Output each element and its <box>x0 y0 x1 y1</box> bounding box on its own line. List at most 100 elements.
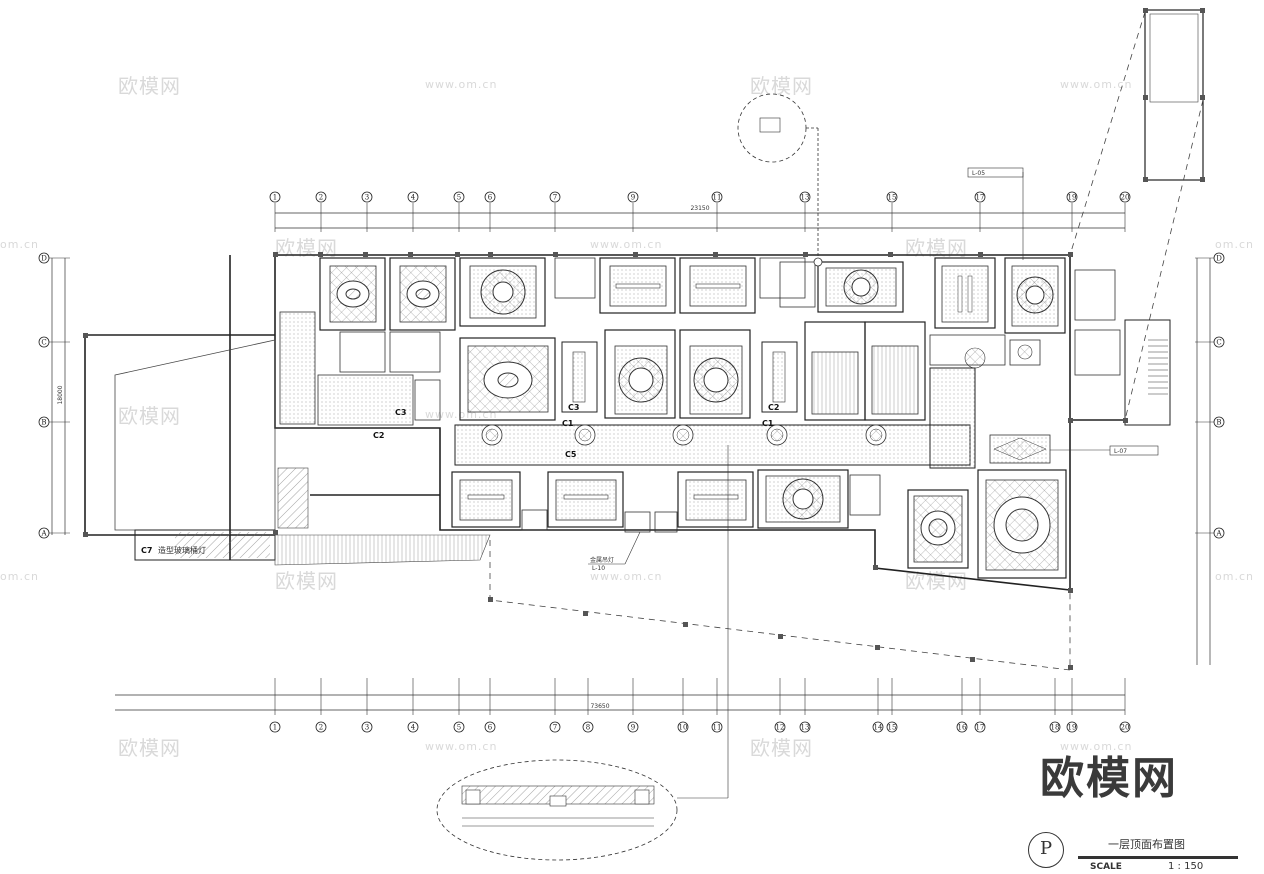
grid-row-right-A-label: A <box>1215 530 1222 538</box>
grid-top-9-bubble <box>627 191 639 203</box>
grid-top-6-bubble <box>484 191 496 203</box>
grid-row-right-B-bubble <box>1213 416 1225 428</box>
entrance-ramp <box>274 534 491 566</box>
room-round-ceiling-3 <box>604 329 676 419</box>
room-lower-rect-1 <box>451 471 521 528</box>
grid-top-11-bubble <box>711 191 723 203</box>
grid-top-19-label: 19 <box>1068 194 1077 202</box>
room-upper-rect-1 <box>599 257 676 314</box>
title-underline <box>1078 856 1238 859</box>
grid-top-20-bubble <box>1119 191 1131 203</box>
grid-row-left-C-bubble <box>38 336 50 348</box>
zone-code-c5: C5 <box>565 450 577 459</box>
grid-row-right-C-bubble <box>1213 336 1225 348</box>
room-round-ceiling-7 <box>757 469 849 529</box>
c7-note: 造型玻璃桶灯 <box>158 545 206 555</box>
grid-bottom-15-label: 15 <box>888 724 897 732</box>
scale-label: SCALE <box>1090 862 1122 872</box>
bottom-total-dimension: 73650 <box>590 703 609 710</box>
structural-columns <box>83 8 1205 670</box>
grid-top-2-label: 2 <box>319 194 323 202</box>
right-corridor <box>929 367 976 469</box>
top-right-annex <box>1144 9 1204 181</box>
room-upper-rect-2 <box>679 257 756 314</box>
main-corridor <box>454 424 971 466</box>
grid-bottom-12-label: 12 <box>776 724 785 732</box>
left-hatched-area <box>277 467 309 529</box>
zone-code-c3: C3 <box>395 408 406 417</box>
grid-bottom-19-label: 19 <box>1068 724 1077 732</box>
grid-bottom-2-bubble <box>315 721 327 733</box>
grid-bottom-7-label: 7 <box>553 724 557 732</box>
grid-top-1-bubble <box>269 191 281 203</box>
grid-row-left-D-label: D <box>41 255 47 263</box>
grid-bottom-12-bubble <box>774 721 786 733</box>
room-wood-ceiling-1 <box>804 321 866 421</box>
grid-row-left-B-bubble <box>38 416 50 428</box>
private-room-top-left-1 <box>319 257 386 331</box>
grid-row-left-C-label: C <box>41 339 46 347</box>
grid-bottom-7-bubble <box>549 721 561 733</box>
grid-bottom-2-label: 2 <box>319 724 323 732</box>
left-total-dimension: 18000 <box>57 385 64 404</box>
left-lounge <box>317 374 414 426</box>
grid-bottom-15-bubble <box>886 721 898 733</box>
title-block: P 一层顶面布置图 SCALE 1 : 150 <box>1028 832 1264 874</box>
grid-top-11-label: 11 <box>713 194 722 202</box>
zone-code-c7: C7 <box>141 546 152 555</box>
grid-top-7-bubble <box>549 191 561 203</box>
dimension-lines <box>51 212 1211 711</box>
grid-top-17-label: 17 <box>976 194 985 202</box>
room-strip-2 <box>761 341 798 413</box>
grid-row-left-B-label: B <box>41 419 46 427</box>
room-round-ceiling-8 <box>907 489 969 569</box>
sheet-marker: P <box>1028 832 1064 868</box>
grid-top-6-label: 6 <box>488 194 493 202</box>
room-round-ceiling-2 <box>459 337 556 421</box>
grid-bottom-4-bubble <box>407 721 419 733</box>
grid-top-15-label: 15 <box>888 194 897 202</box>
grid-top-4-bubble <box>407 191 419 203</box>
room-round-ceiling-1 <box>459 257 546 327</box>
stair <box>1124 319 1171 426</box>
grid-top-13-bubble <box>799 191 811 203</box>
grid-bottom-20-bubble <box>1119 721 1131 733</box>
tag-l05: L-05 <box>972 170 985 177</box>
room-lower-rect-2 <box>547 471 624 528</box>
zone-code-c2: C2 <box>768 403 779 412</box>
grid-row-left-A-bubble <box>38 527 50 539</box>
grid-bottom-13-label: 13 <box>801 724 810 732</box>
grid-bottom-16-bubble <box>956 721 968 733</box>
room-lower-rect-3 <box>677 471 754 528</box>
grid-bottom-8-label: 8 <box>586 724 590 732</box>
grid-top-1-label: 1 <box>273 194 277 202</box>
left-corridor <box>279 311 316 425</box>
grid-bottom-3-label: 3 <box>365 724 369 732</box>
drawing-title: 一层顶面布置图 <box>1108 838 1185 851</box>
grid-bottom-20-label: 20 <box>1121 724 1130 732</box>
scale-value: 1 : 150 <box>1168 861 1204 872</box>
detail-callout-top <box>737 93 807 163</box>
grid-row-left-D-bubble <box>38 252 50 264</box>
grid-bottom-9-bubble <box>627 721 639 733</box>
grid-bottom-11-bubble <box>711 721 723 733</box>
grid-bottom-5-bubble <box>453 721 465 733</box>
grid-row-right-C-label: C <box>1216 339 1221 347</box>
grid-bottom-4-label: 4 <box>411 724 416 732</box>
grid-bottom-5-label: 5 <box>457 724 461 732</box>
grid-bottom-19-bubble <box>1066 721 1078 733</box>
brand-logo: 欧模网 <box>1040 753 1178 804</box>
grid-top-3-label: 3 <box>365 194 369 202</box>
tag-l07: L-07 <box>1114 448 1127 455</box>
room-round-ceiling-9 <box>977 469 1067 579</box>
pendant-note: 金属吊灯 <box>590 556 614 564</box>
grid-bottom-6-bubble <box>484 721 496 733</box>
grid-bottom-17-bubble <box>974 721 986 733</box>
grid-bottom-17-label: 17 <box>976 724 985 732</box>
grid-bottom-10-bubble <box>677 721 689 733</box>
grid-bottom-14-label: 14 <box>874 724 883 732</box>
